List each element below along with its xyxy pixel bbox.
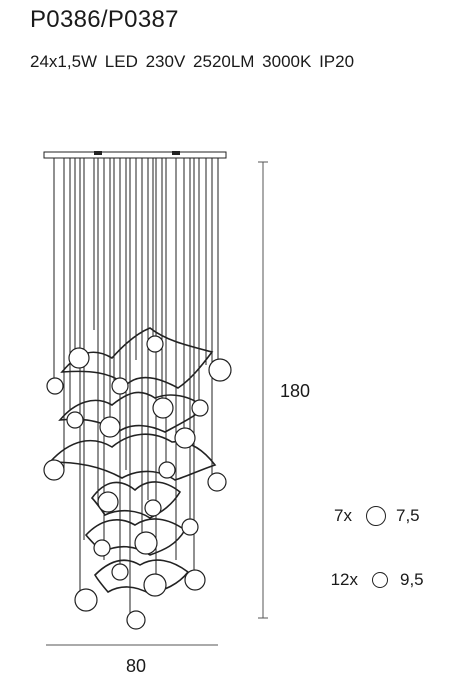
- globe-icon: [366, 506, 386, 526]
- width-dimension-label: 80: [126, 656, 147, 676]
- glass-globes: [43, 335, 232, 630]
- legend-size: 9,5: [400, 570, 424, 589]
- specifications-line: 24x1,5W LED 230V 2520LM 3000K IP20: [30, 52, 355, 71]
- height-dimension-label: 180: [280, 381, 311, 401]
- legend-row-small-globe: 7x 7,5: [326, 506, 426, 526]
- legend-count: 12x: [330, 570, 358, 589]
- product-model-title: P0386/P0387: [30, 6, 179, 33]
- globe-icon: [372, 572, 388, 588]
- legend-row-large-globe: 12x 9,5: [326, 570, 430, 590]
- height-dimension-line: [258, 161, 268, 619]
- legend-size: 7,5: [396, 506, 420, 525]
- legend-count: 7x: [334, 506, 352, 525]
- ceiling-canopy: [43, 151, 227, 159]
